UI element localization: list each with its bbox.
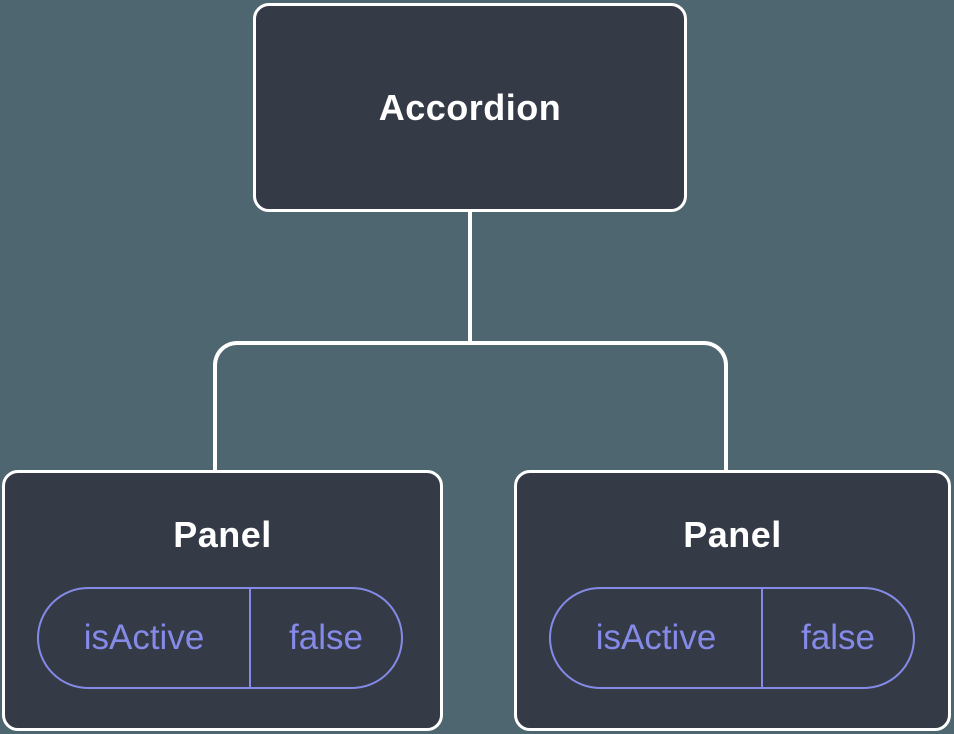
panel-right-label: Panel bbox=[683, 514, 782, 555]
panel-left-label: Panel bbox=[173, 514, 272, 555]
connector-bracket bbox=[213, 341, 728, 472]
panel-left-prop-value: false bbox=[289, 618, 363, 657]
panel-left-prop-pill: isActive false bbox=[37, 587, 403, 689]
accordion-node-label: Accordion bbox=[378, 86, 562, 128]
panel-node-left: Panel isActive false bbox=[2, 470, 443, 731]
panel-right-prop-name: isActive bbox=[551, 589, 763, 687]
panel-right-prop-value: false bbox=[801, 618, 875, 657]
accordion-node: Accordion bbox=[253, 3, 687, 212]
panel-left-prop-name: isActive bbox=[39, 589, 251, 687]
panel-node-right: Panel isActive false bbox=[514, 470, 951, 731]
connector-stem bbox=[468, 210, 472, 345]
panel-right-prop-pill: isActive false bbox=[549, 587, 915, 689]
